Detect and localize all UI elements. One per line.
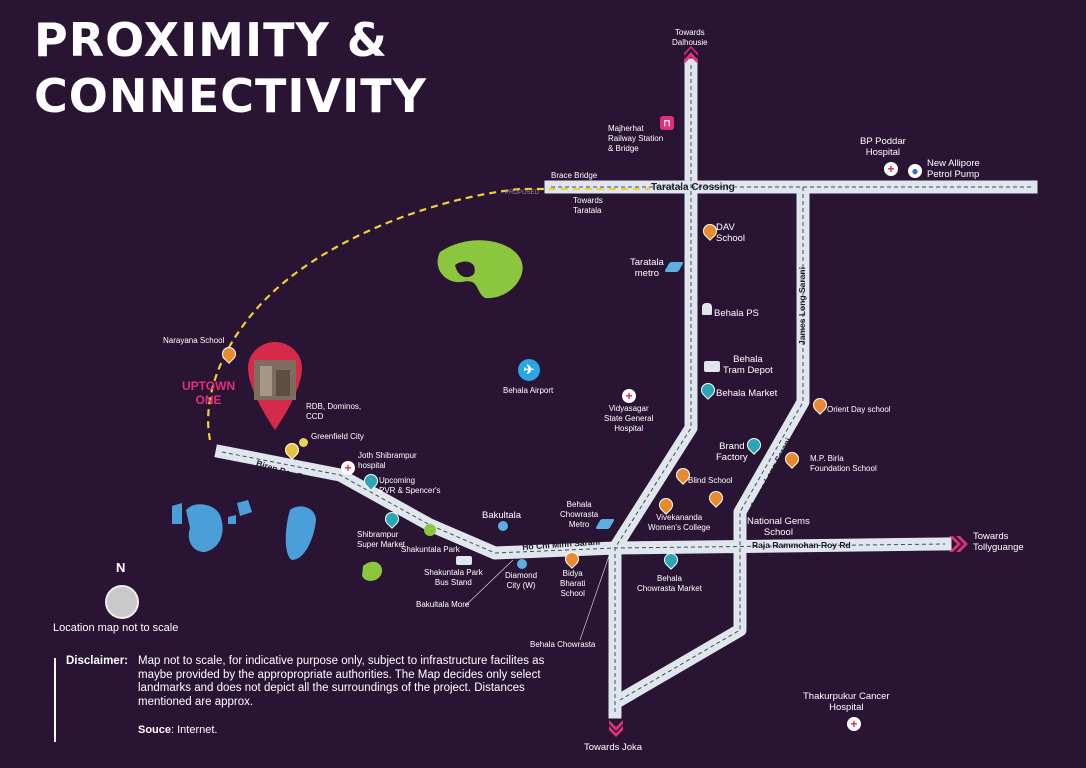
orient-day-school-label: Orient Day school (827, 405, 891, 414)
title-line-2: CONNECTIVITY (34, 69, 427, 123)
page-title: PROXIMITY & CONNECTIVITY (34, 12, 427, 124)
behala-market-label: Behala Market (716, 388, 778, 399)
behala-airport-label: Behala Airport (503, 386, 554, 395)
petrol-pump-icon: ● (908, 164, 922, 178)
disclaimer: Disclaimer: Map not to scale, for indica… (66, 655, 556, 709)
shakuntala-bus-label: Shakuntala Park Bus Stand (424, 568, 483, 587)
tram-depot-label: Behala Tram Depot (723, 354, 773, 376)
compass-north-label: N (116, 560, 126, 575)
narayana-school-label: Narayana School (163, 336, 225, 345)
source-value: : Internet. (171, 724, 218, 736)
towards-tollygunge-label: Towards Tollyguange (973, 531, 1024, 553)
shibrampur-market-label: Shibrampur Super Market (357, 530, 406, 549)
vivekananda-label: Vivekananda Women's College (648, 513, 711, 532)
majherhat-label: Majherhat Railway Station & Bridge (608, 124, 664, 153)
disclaimer-text: Map not to scale, for indicative purpose… (138, 655, 545, 708)
airport-icon: ✈ (518, 359, 540, 381)
thakurpukur-label: Thakurpukur Cancer Hospital (803, 691, 890, 713)
shakuntala-park-label: Shakuntala Park (401, 545, 460, 554)
bus-icon (456, 556, 472, 565)
police-icon (702, 303, 712, 315)
water-body (228, 515, 236, 524)
project-name-line-2: ONE (195, 393, 222, 407)
national-gems-label: National Gems School (747, 516, 810, 538)
source-label: Souce (138, 724, 172, 736)
tram-icon (704, 361, 720, 372)
park-shape (362, 561, 383, 581)
brace-bridge-label: Brace Bridge (551, 171, 598, 180)
park-shape (437, 240, 523, 299)
dav-school-label: DAV School (716, 222, 746, 244)
behala-ps-label: Behala PS (714, 308, 759, 319)
behala-chowrasta-metro-label: Behala Chowrasta Metro (560, 500, 599, 529)
taratala-metro-label: Taratala metro (630, 257, 664, 279)
title-line-1: PROXIMITY & (34, 13, 388, 67)
disclaimer-bar (54, 658, 56, 742)
scale-note: Location map not to scale (53, 622, 179, 634)
bakultala-dot-icon (498, 521, 508, 531)
hospital-icon: + (622, 389, 636, 403)
vidyasagar-label: Vidyasagar State General Hospital (604, 404, 654, 433)
proposed-route (207, 187, 650, 441)
diamond-city-dot-icon (517, 559, 527, 569)
water-body (285, 506, 316, 560)
towards-taratala-label: Towards Taratala (573, 196, 603, 215)
bp-poddar-label: BP Poddar Hospital (860, 136, 906, 158)
brand-factory-label: Brand Factory (716, 441, 748, 463)
mp-birla-label: M.P. Birla Foundation School (810, 454, 877, 473)
bakultala-label: Bakultala (482, 510, 522, 521)
train-icon: ⊓ (660, 116, 674, 130)
upcoming-pvr-label: Upcoming PVR & Spencer's (379, 476, 441, 495)
blind-school-label: Blind School (688, 476, 733, 485)
diamond-city-label: Diamond City (W) (505, 571, 538, 590)
source-line: Souce: Internet. (138, 724, 218, 736)
hospital-icon: + (341, 461, 355, 475)
greenfield-label: Greenfield City (311, 432, 364, 441)
new-allipore-label: New Allipore Petrol Pump (927, 158, 980, 180)
project-name: UPTOWN ONE (182, 379, 235, 407)
behala-chowrasta-label: Behala Chowrasta (530, 640, 596, 649)
bakultala-more-label: Bakultala More (416, 600, 470, 609)
rdb-label: RDB, Dominos, CCD (306, 402, 362, 421)
bidya-bharati-label: Bidya Bharati School (560, 569, 586, 598)
disclaimer-heading: Disclaimer: (66, 655, 129, 667)
water-body (186, 504, 223, 552)
greenfield-dot-icon (299, 438, 308, 447)
proposed-label: PROPOSED (505, 190, 540, 196)
joth-hospital-label: Joth Shibrampur hospital (358, 451, 417, 470)
project-name-line-1: UPTOWN (182, 379, 236, 393)
hospital-icon: + (884, 162, 898, 176)
water-body (172, 503, 182, 524)
hospital-icon: + (847, 717, 861, 731)
behala-chowrasta-market-label: Behala Chowrasta Market (637, 574, 702, 593)
road-label-taratala-crossing: Taratala Crossing (651, 182, 735, 193)
compass-icon (105, 585, 139, 619)
road-label-james-long-1: James Long Sarani (797, 267, 807, 345)
park-dot-icon (424, 524, 436, 536)
road-label-raja-rammohan: Raja Rammohan Roy Rd (752, 540, 851, 550)
water-body (237, 500, 252, 516)
towards-joka-label: Towards Joka (584, 742, 643, 753)
towards-dalhousie-label: Towards Dalhousie (672, 28, 708, 47)
